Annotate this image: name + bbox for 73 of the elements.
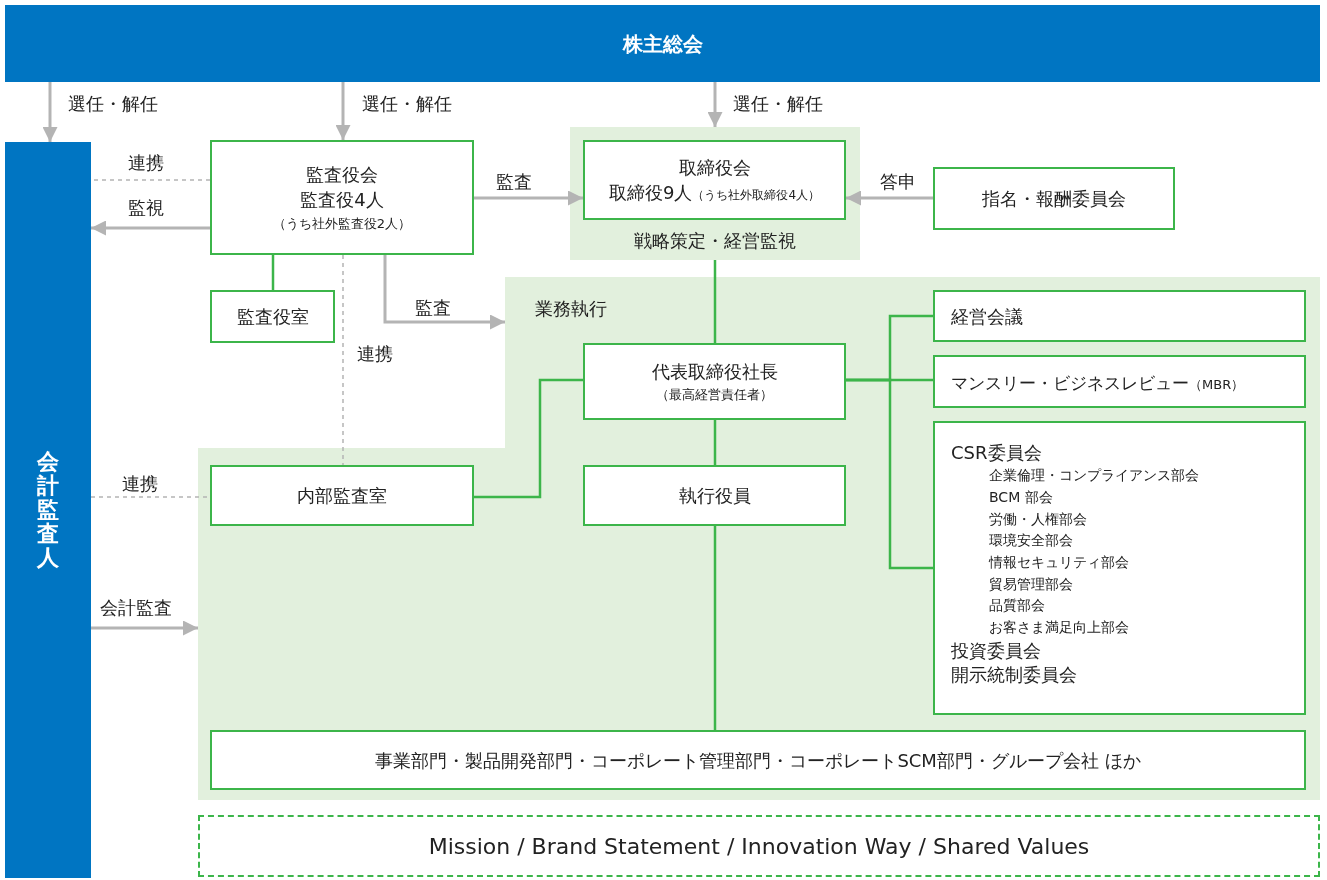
edge-label: 監査 <box>415 296 451 320</box>
node-label: （MBR） <box>1189 376 1245 394</box>
org-box <box>210 465 474 526</box>
edge-label: 連携 <box>128 151 164 175</box>
node-label: 企業倫理・コンプライアンス部会 <box>988 466 1199 486</box>
node-label: 代表取締役社長 <box>651 360 778 385</box>
node-label: 投資委員会 <box>951 638 1041 663</box>
node-label: 内部監査室 <box>297 484 387 508</box>
node-label: CSR委員会 <box>951 441 1042 465</box>
arrow <box>846 190 933 206</box>
node-label: 指名・報酬委員会 <box>982 187 1126 211</box>
node-label: （うち社外監査役2人） <box>272 214 412 233</box>
arrow <box>91 620 198 636</box>
node-label: 取締役9人 <box>608 181 693 205</box>
edge-label: 答申 <box>880 170 916 194</box>
org-box <box>933 167 1175 230</box>
org-box <box>583 465 846 526</box>
org-box <box>933 355 1306 408</box>
edge-label: 選任・解任 <box>733 92 823 116</box>
org-box <box>933 421 1306 715</box>
edge-label: 監視 <box>128 196 164 220</box>
node-label: 品質部会 <box>988 596 1045 616</box>
arrow <box>335 82 351 140</box>
node-label: （最高経営責任者） <box>656 386 773 405</box>
general-meeting-bar <box>5 5 1320 82</box>
org-box <box>210 140 474 255</box>
auditor-bar <box>5 142 91 878</box>
org-box <box>933 290 1306 342</box>
node-label: 会計監査人 <box>37 449 59 571</box>
node-label: 取締役会 <box>677 155 752 180</box>
org-box <box>583 343 846 420</box>
connector-line <box>713 420 717 465</box>
dashed-box <box>198 815 1320 877</box>
connector-line <box>713 260 717 343</box>
node-label: （うち社外取締役4人） <box>692 187 821 204</box>
board-area-background <box>570 127 860 260</box>
arrow <box>474 190 583 206</box>
node-label: 業務執行 <box>535 297 607 321</box>
arrow <box>707 82 723 127</box>
org-box <box>210 730 1306 790</box>
node-label: 監査役4人 <box>300 187 384 212</box>
node-label: 戦略策定・経営監視 <box>634 229 796 253</box>
node-label: 株主総会 <box>622 30 703 58</box>
arrow <box>42 82 58 142</box>
edge-label: 監査 <box>496 170 532 194</box>
node-label: マンスリー・ビジネスレビュー <box>951 372 1189 395</box>
node-label: 開示統制委員会 <box>951 663 1077 688</box>
node-label: 環境安全部会 <box>988 531 1073 551</box>
edge-label: 連携 <box>357 342 393 366</box>
edge-label: 連携 <box>122 472 158 496</box>
arrow <box>383 255 505 330</box>
node-label: 監査役室 <box>236 305 309 329</box>
node-label: 労働・人権部会 <box>988 509 1087 529</box>
dashed-connector <box>342 254 344 466</box>
connector-line <box>713 526 717 730</box>
node-label: 情報セキュリティ部会 <box>987 553 1129 573</box>
connector-line <box>846 378 933 570</box>
org-box <box>583 140 846 220</box>
node-label: 事業部門・製品開発部門・コーポレート管理部門・コーポレートSCM部門・グループ会社 ほか <box>375 748 1141 773</box>
node-label: BCM 部会 <box>988 488 1053 507</box>
node-label: 監査役会 <box>306 162 378 187</box>
edge-label: 会計監査 <box>100 596 172 620</box>
node-label: お客さま満足向上部会 <box>988 618 1129 638</box>
node-label: 貿易管理部会 <box>988 574 1073 594</box>
node-label: Mission / Brand Statement / Innovation Way / Shared Values <box>428 832 1090 861</box>
node-label: 執行役員 <box>678 484 751 508</box>
node-label: 経営会議 <box>951 304 1023 329</box>
edge-label: 選任・解任 <box>362 92 452 116</box>
edge-label: 選任・解任 <box>68 92 158 116</box>
arrow <box>91 220 210 236</box>
connector-line <box>271 255 275 290</box>
connector-line <box>474 378 583 499</box>
org-box <box>210 290 335 343</box>
